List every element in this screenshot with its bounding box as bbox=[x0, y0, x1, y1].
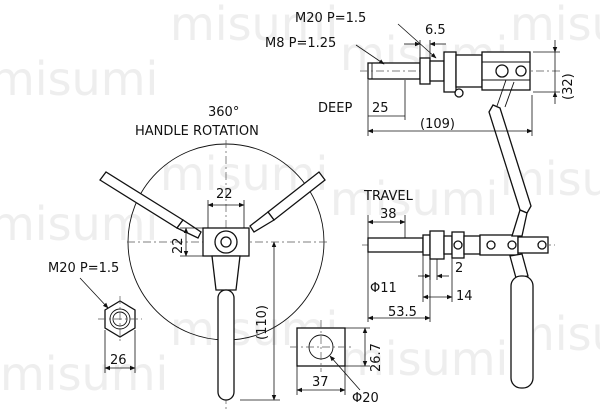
svg-text:misumi: misumi bbox=[0, 197, 158, 251]
label-26-7: 26.7 bbox=[369, 343, 384, 372]
top-nut bbox=[419, 57, 431, 85]
down-handle bbox=[217, 289, 235, 401]
svg-text:misumi: misumi bbox=[0, 52, 158, 106]
label-travel: TRAVEL bbox=[363, 189, 414, 204]
label-deep: DEEP bbox=[318, 101, 352, 116]
label-37: 37 bbox=[312, 375, 329, 390]
label-m20-top: M20 P=1.5 bbox=[295, 11, 366, 26]
label-phi11: Φ11 bbox=[370, 281, 397, 296]
extended-stud bbox=[367, 237, 424, 253]
top-side-view bbox=[355, 23, 560, 214]
end-view bbox=[290, 320, 370, 395]
extended-side-view bbox=[362, 209, 555, 389]
label-14: 14 bbox=[456, 289, 473, 304]
label-26: 26 bbox=[110, 353, 127, 368]
rotation-view bbox=[99, 140, 330, 410]
watermark: misumi misumi misumi misumi misumi misum… bbox=[0, 0, 600, 401]
label-109: (109) bbox=[420, 117, 455, 132]
label-110: (110) bbox=[255, 305, 270, 340]
label-2: 2 bbox=[455, 261, 463, 276]
label-32: (32) bbox=[561, 73, 576, 100]
svg-text:misumi: misumi bbox=[340, 332, 508, 386]
svg-text:misumi: misumi bbox=[170, 0, 338, 51]
label-handle-rotation: HANDLE ROTATION bbox=[135, 124, 259, 139]
label-22-vertical: 22 bbox=[171, 237, 186, 254]
extended-handle-grip bbox=[510, 275, 534, 389]
hex-nut-view bbox=[79, 277, 142, 373]
label-rotation-degree: 360° bbox=[208, 105, 239, 120]
svg-text:misumi: misumi bbox=[0, 347, 168, 401]
label-phi20: Φ20 bbox=[352, 391, 379, 406]
label-22-horizontal: 22 bbox=[216, 187, 233, 202]
label-38: 38 bbox=[380, 207, 397, 222]
label-53-5: 53.5 bbox=[388, 305, 417, 320]
svg-text:misumi: misumi bbox=[330, 172, 498, 226]
label-6-5: 6.5 bbox=[425, 23, 446, 38]
label-m20-left: M20 P=1.5 bbox=[48, 261, 119, 276]
label-m8: M8 P=1.25 bbox=[265, 36, 336, 51]
label-25: 25 bbox=[372, 101, 389, 116]
